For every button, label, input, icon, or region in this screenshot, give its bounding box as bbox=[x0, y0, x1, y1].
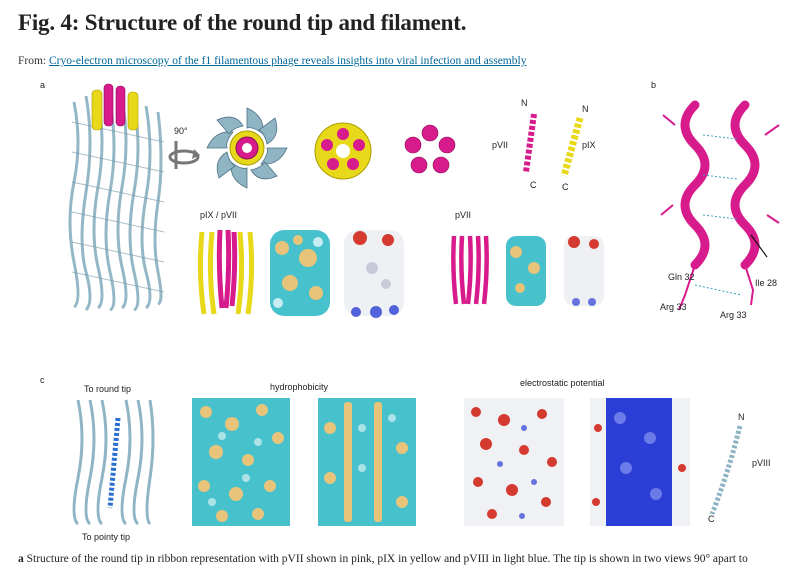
to-pointy-tip-label: To pointy tip bbox=[82, 532, 131, 542]
pviii-c-terminus-label: C bbox=[708, 514, 715, 524]
pix-pvii-bundle-ribbon bbox=[197, 229, 255, 315]
to-round-tip-label: To round tip bbox=[84, 384, 132, 394]
pix-n-terminus-label: N bbox=[582, 104, 589, 114]
filament-tip-ribbon-side-view bbox=[68, 83, 165, 312]
pvii-n-terminus-label: N bbox=[521, 98, 528, 108]
pviii-label: pVIII bbox=[752, 458, 771, 468]
arg33-right-label: Arg 33 bbox=[720, 310, 747, 320]
pvii-group-label: pVII bbox=[455, 210, 472, 220]
caption-text: Structure of the round tip in ribbon rep… bbox=[23, 553, 748, 565]
source-line: From: Cryo-electron microscopy of the f1… bbox=[18, 55, 526, 67]
pix-pvii-electrostatic-surface bbox=[344, 230, 404, 318]
source-article-link[interactable]: Cryo-electron microscopy of the f1 filam… bbox=[49, 55, 527, 67]
caption-panel-letter: a bbox=[18, 553, 24, 565]
tip-top-view-pix-pvii bbox=[314, 122, 372, 180]
rotation-arrow-icon bbox=[168, 141, 200, 169]
from-prefix: From: bbox=[18, 55, 47, 67]
figure-caption: a Structure of the round tip in ribbon r… bbox=[18, 553, 788, 565]
arg33-left-label: Arg 33 bbox=[660, 302, 687, 312]
pvii-c-terminus-label: C bbox=[530, 180, 537, 190]
panel-label-a: a bbox=[40, 80, 46, 90]
tip-top-view-pvii bbox=[404, 124, 456, 174]
tip-top-view-with-pviii bbox=[206, 107, 288, 189]
filament-electrostatic-surface-2 bbox=[590, 398, 690, 526]
pix-pvii-hydrophobicity-surface bbox=[270, 230, 330, 316]
pix-helix bbox=[560, 117, 584, 177]
pviii-n-terminus-label: N bbox=[738, 412, 745, 422]
figure-title: Fig. 4: Structure of the round tip and f… bbox=[18, 10, 467, 35]
filament-hydrophobicity-surface-1 bbox=[192, 398, 290, 526]
pvii-helix bbox=[523, 113, 537, 173]
pvii-hydrophobicity-surface bbox=[506, 236, 546, 306]
filament-electrostatic-surface-1 bbox=[464, 398, 564, 526]
pvii-label: pVII bbox=[492, 140, 509, 150]
pvii-bundle-ribbon bbox=[451, 235, 489, 305]
pviii-helix bbox=[709, 425, 743, 515]
hydrophobicity-label: hydrophobicity bbox=[270, 382, 329, 392]
pix-label: pIX bbox=[582, 140, 596, 150]
rotation-angle-label: 90° bbox=[174, 126, 188, 136]
ile28-label: Ile 28 bbox=[755, 278, 778, 288]
filament-hydrophobicity-surface-2 bbox=[318, 398, 416, 526]
filament-segment-ribbon bbox=[72, 399, 155, 526]
gln32-label: Gln 32 bbox=[668, 272, 695, 282]
pix-pvii-group-label: pIX / pVII bbox=[200, 210, 238, 220]
panel-label-c: c bbox=[40, 375, 45, 385]
pix-c-terminus-label: C bbox=[562, 182, 569, 192]
electrostatic-potential-label: electrostatic potential bbox=[520, 378, 605, 388]
pvii-pix-interaction-detail bbox=[660, 100, 780, 311]
panel-label-b: b bbox=[651, 80, 657, 90]
pvii-electrostatic-surface bbox=[564, 236, 604, 306]
